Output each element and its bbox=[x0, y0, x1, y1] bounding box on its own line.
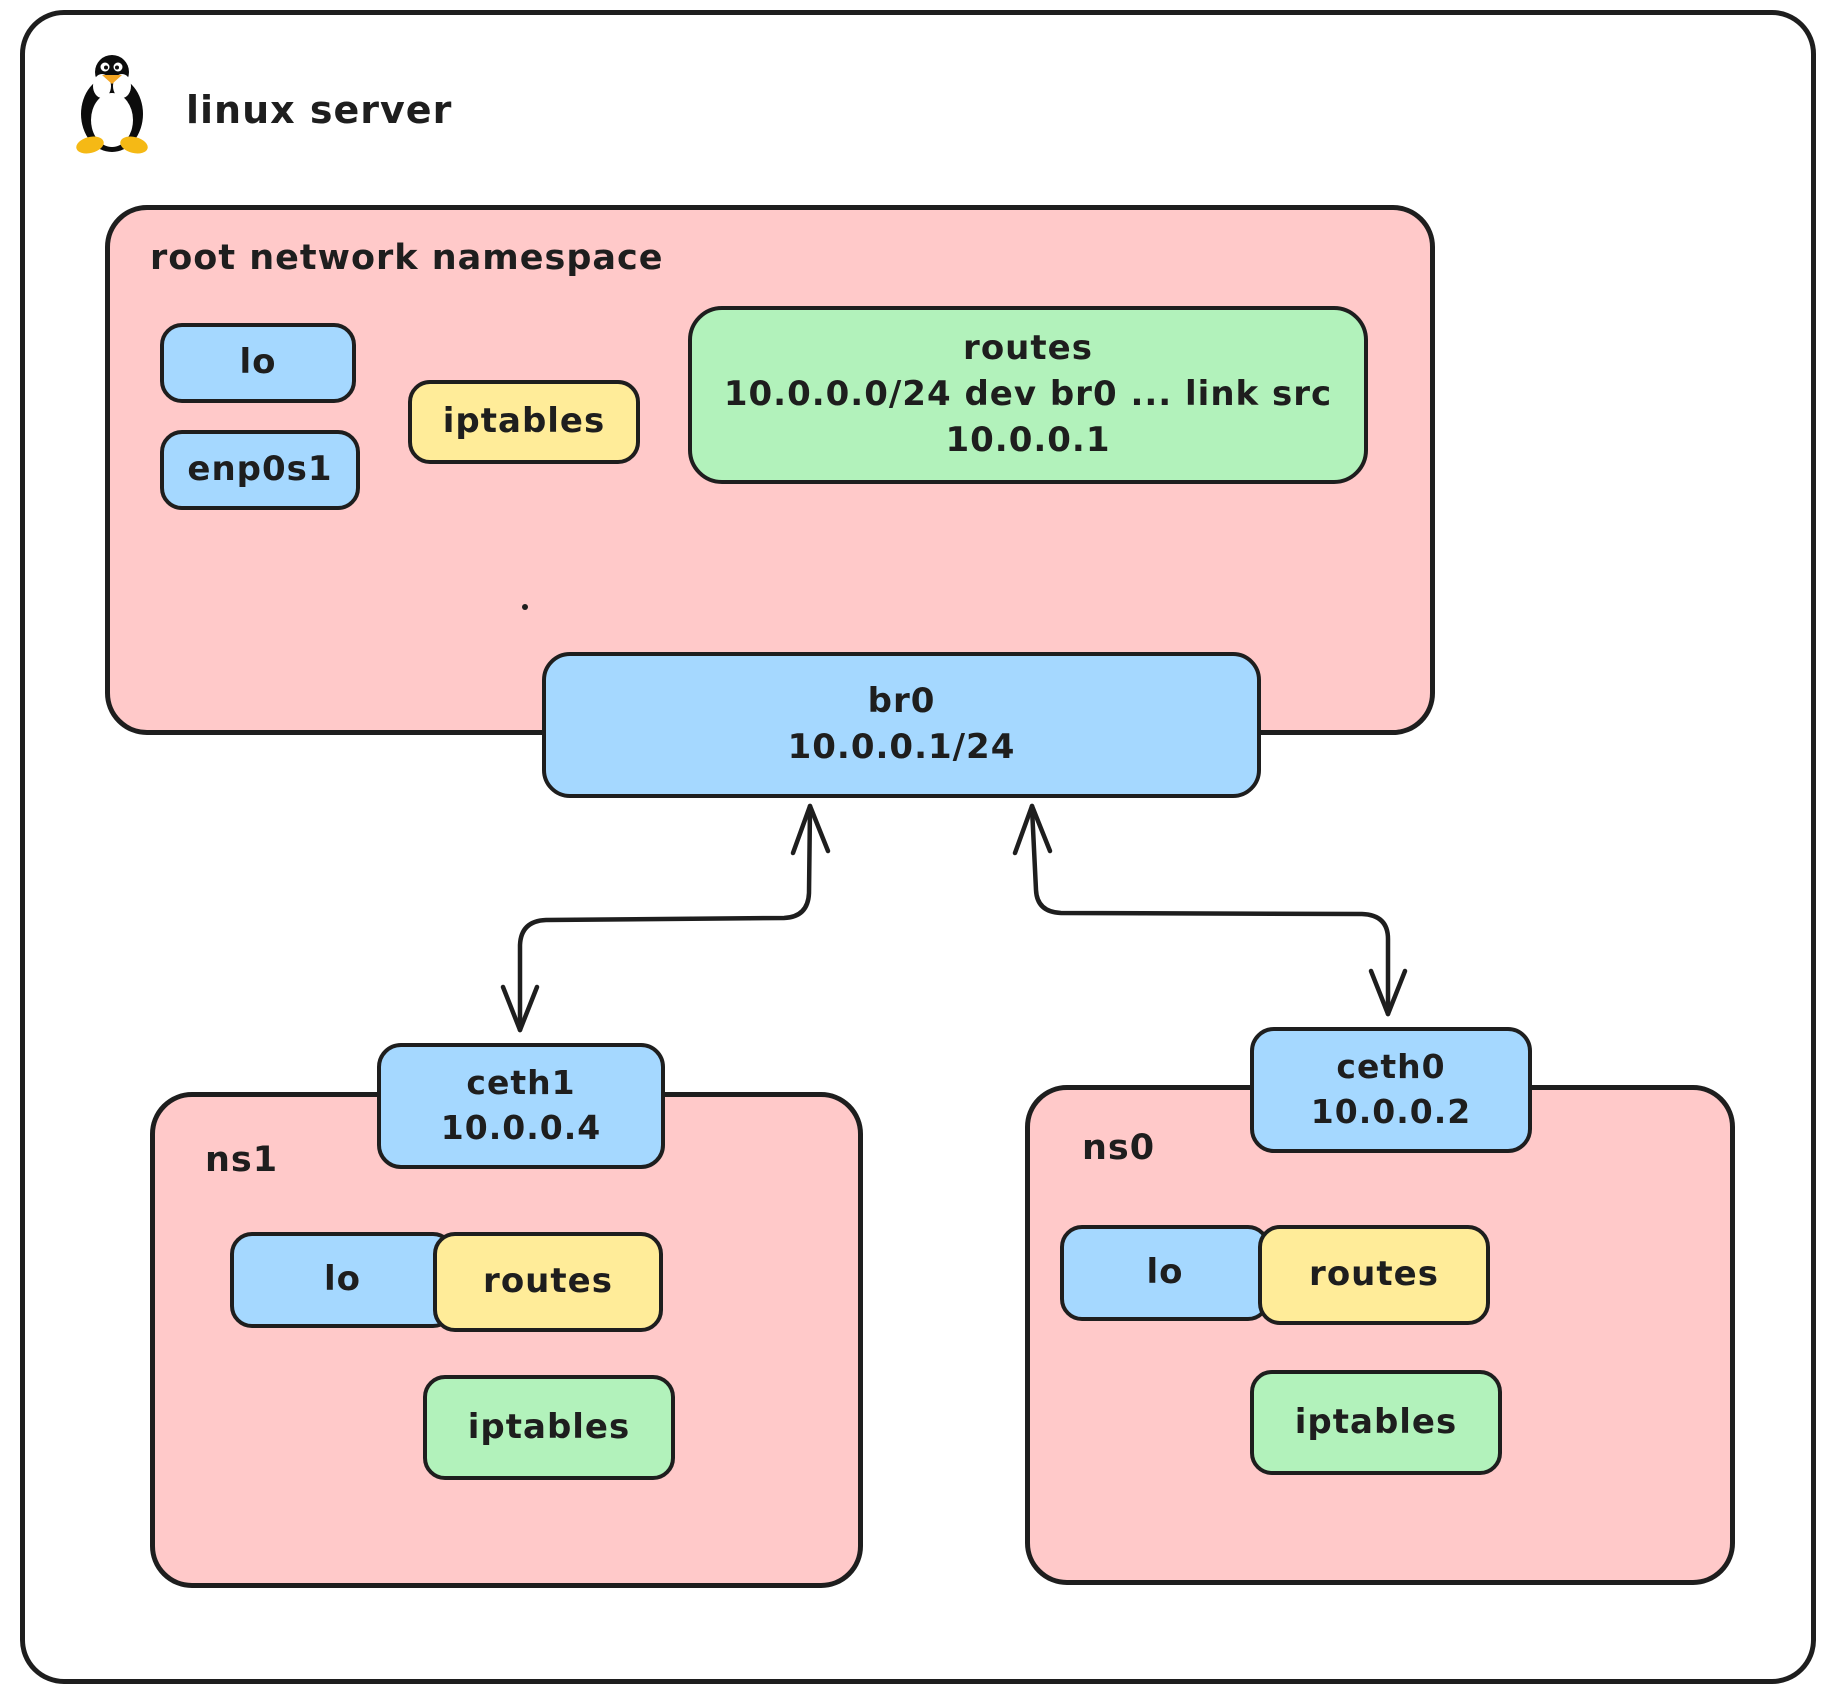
br0-cidr: 10.0.0.1/24 bbox=[787, 727, 1016, 767]
ns1-lo-interface: lo bbox=[230, 1232, 455, 1328]
ns1-lo-label: lo bbox=[323, 1259, 361, 1300]
ceth1-interface: ceth1 10.0.0.4 bbox=[377, 1043, 665, 1169]
root-namespace-label: root network namespace bbox=[150, 238, 664, 278]
ns0-lo-label: lo bbox=[1146, 1252, 1184, 1293]
ceth1-ip: 10.0.0.4 bbox=[440, 1108, 602, 1147]
ceth1-name: ceth1 bbox=[466, 1063, 576, 1103]
ns0-iptables-node: iptables bbox=[1250, 1370, 1502, 1475]
ceth0-ip: 10.0.0.2 bbox=[1310, 1092, 1472, 1131]
ns1-iptables-label: iptables bbox=[467, 1406, 631, 1447]
root-iptables-node: iptables bbox=[408, 380, 640, 464]
root-lo-interface: lo bbox=[160, 323, 356, 403]
stray-dot bbox=[522, 604, 528, 610]
ns1-routes-label: routes bbox=[483, 1261, 613, 1302]
routes-title: routes bbox=[963, 328, 1093, 369]
ns1-iptables-node: iptables bbox=[423, 1375, 675, 1480]
ns0-routes-node: routes bbox=[1258, 1225, 1490, 1325]
ceth0-interface: ceth0 10.0.0.2 bbox=[1250, 1027, 1532, 1153]
br0-bridge-node: br0 10.0.0.1/24 bbox=[542, 652, 1261, 798]
ns0-label: ns0 bbox=[1082, 1128, 1156, 1168]
root-routes-node: routes 10.0.0.0/24 dev br0 ... link src … bbox=[688, 306, 1368, 484]
root-iptables-label: iptables bbox=[442, 401, 606, 442]
ns1-routes-node: routes bbox=[433, 1232, 663, 1332]
root-enp0s1-interface: enp0s1 bbox=[160, 430, 360, 510]
routes-entry: 10.0.0.0/24 dev br0 ... link src 10.0.0.… bbox=[723, 374, 1333, 460]
ceth0-name: ceth0 bbox=[1336, 1047, 1446, 1087]
root-enp0s1-label: enp0s1 bbox=[187, 449, 333, 490]
br0-name: br0 bbox=[867, 681, 936, 722]
tux-linux-icon bbox=[76, 55, 148, 154]
ns0-lo-interface: lo bbox=[1060, 1225, 1270, 1321]
root-lo-label: lo bbox=[239, 342, 277, 383]
ns0-iptables-label: iptables bbox=[1294, 1401, 1458, 1442]
ns0-routes-label: routes bbox=[1309, 1254, 1439, 1295]
ns0-namespace-box bbox=[1025, 1085, 1735, 1585]
server-title: linux server bbox=[186, 88, 453, 132]
ns1-label: ns1 bbox=[205, 1140, 279, 1180]
